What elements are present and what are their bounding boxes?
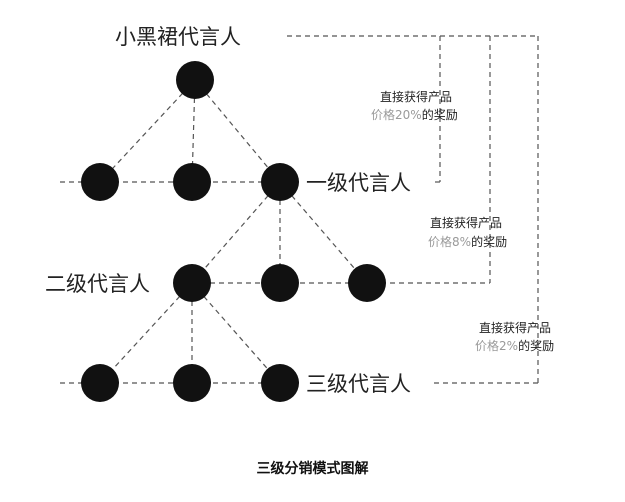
node-l2-left [173,264,211,302]
distribution-diagram: 小黑裙代言人 一级代言人 二级代言人 三级代言人 直接获得产品 价格20%的奖励… [45,25,554,402]
tier2-reward-line2: 价格8%的奖励 [428,234,507,249]
node-l2-mid [261,264,299,302]
node-l3-right [261,364,299,402]
tier3-reward-line1: 直接获得产品 [479,320,551,335]
connector-lines [60,35,539,384]
edge-l2-to-l3-left [99,282,193,384]
edge-l1-to-l2-right [279,181,368,284]
node-l1-left [81,163,119,201]
node-l3-mid [173,364,211,402]
node-l2-right [348,264,386,302]
node-l1-right [261,163,299,201]
node-l3-left [81,364,119,402]
figure-caption: 三级分销模式图解 [256,461,369,477]
tier-labels: 小黑裙代言人 一级代言人 二级代言人 三级代言人 [45,25,411,396]
tier1-label: 一级代言人 [306,171,411,195]
edge-l2-to-l3-right [191,282,281,384]
edge-l1-to-l2-left [191,181,281,284]
nodes [81,61,386,402]
tier2-reward-line1: 直接获得产品 [430,215,502,230]
tier2-label: 二级代言人 [45,272,150,296]
tier3-label: 三级代言人 [306,372,411,396]
reward-texts: 直接获得产品 价格20%的奖励 直接获得产品 价格8%的奖励 直接获得产品 价格… [371,89,554,353]
tier1-reward-line1: 直接获得产品 [380,89,452,104]
top-label: 小黑裙代言人 [115,25,241,49]
tier1-reward-line2: 价格20%的奖励 [371,107,458,122]
node-l1-mid [173,163,211,201]
edge-top-to-l1-right [194,79,281,183]
tier3-reward-line2: 价格2%的奖励 [475,338,554,353]
node-top [176,61,214,99]
